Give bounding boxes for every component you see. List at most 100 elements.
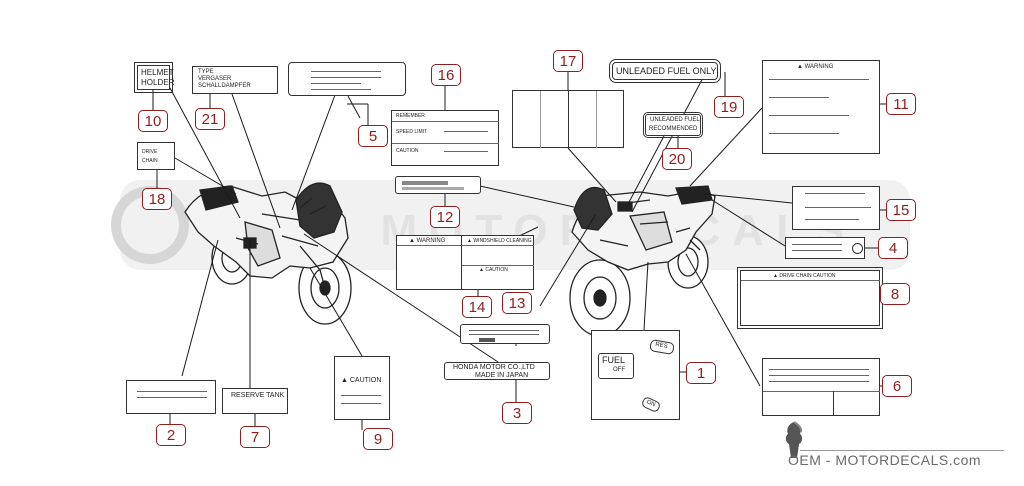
callout-11: 11: [886, 93, 916, 115]
decal-drive-chain-caution: ▲ DRIVE CHAIN CAUTION: [737, 267, 883, 329]
decal-5-line: [311, 71, 381, 72]
decal-13-line: [469, 334, 539, 335]
callout-12: 12: [430, 206, 460, 228]
decal-4: [785, 237, 865, 259]
decal-unleaded-fuel-only: UNLEADED FUEL ONLY: [609, 59, 721, 83]
brand-text: OEM - MOTORDECALS.com: [788, 452, 982, 468]
decal-17: [512, 90, 624, 148]
honda-line1: HONDA MOTOR CO.,LTD: [453, 364, 535, 371]
label-16-line1: REMEMBER: [396, 113, 425, 119]
decal-14-line: [462, 265, 534, 266]
type-line1: TYPE: [198, 69, 214, 75]
decal-15-line: [805, 219, 859, 220]
decal-2-line: [137, 397, 207, 398]
decal-5: [288, 62, 406, 96]
drive-chain-title: ▲ DRIVE CHAIN CAUTION: [773, 273, 836, 279]
unleaded-only-text: UNLEADED FUEL ONLY: [616, 66, 717, 76]
type-line2: VERGASER: [198, 76, 232, 82]
left-motorcycle: [184, 182, 352, 325]
decal-9-line: [341, 403, 381, 404]
right-motorcycle: [569, 185, 716, 337]
decal-6-divider: [833, 391, 834, 416]
decal-4-line: [792, 250, 842, 251]
decal-4-circle: [852, 243, 863, 254]
decal-17-divider: [596, 91, 597, 148]
decal-16-line: [444, 131, 488, 132]
res-label: RES: [654, 341, 668, 350]
decal-14-divider: [461, 236, 462, 290]
label-14-windshield: ▲ WINDSHIELD CLEANING: [467, 238, 532, 244]
caution-9-title: ▲ CAUTION: [341, 377, 382, 384]
decal-15: [792, 186, 880, 230]
decal-14: ▲ WARNING ▲ WINDSHIELD CLEANING ▲ CAUTIO…: [396, 235, 534, 290]
decal-15-line: [805, 207, 871, 208]
callout-4: 4: [878, 237, 908, 259]
callout-2: 2: [156, 424, 186, 446]
unleaded-rec-line2: RECOMMENDED: [649, 126, 698, 132]
callout-21: 21: [195, 108, 225, 130]
decal-5-line: [311, 77, 381, 78]
decal-11-line: [769, 97, 829, 98]
decal-15-line: [805, 193, 865, 194]
decal-honda: HONDA MOTOR CO.,LTD MADE IN JAPAN: [444, 362, 550, 380]
unleaded-rec-line1: UNLEADED FUEL: [650, 117, 700, 123]
drive-line1: DRIVE: [142, 149, 158, 155]
callout-17: 17: [553, 50, 583, 72]
decal-13-line: [469, 330, 539, 331]
on-label: ON: [645, 399, 657, 409]
decal-type: TYPE VERGASER SCHALLDAMPFER: [192, 66, 278, 94]
on-tag: ON: [640, 395, 662, 414]
decal-2-line: [137, 391, 207, 392]
decal-9-line: [341, 395, 381, 396]
decal-5-line: [311, 83, 361, 84]
reserve-tank-text: RESERVE TANK: [231, 392, 285, 399]
label-14-caution: ▲ CAUTION: [479, 267, 508, 273]
drive-line2: CHAIN: [142, 158, 158, 164]
callout-19: 19: [714, 96, 744, 118]
callout-16: 16: [431, 64, 461, 86]
helmet-holder-line2: HOLDER: [141, 78, 175, 87]
decal-drive: DRIVE CHAIN: [137, 142, 175, 170]
callout-15: 15: [886, 199, 916, 221]
brand-divider: [800, 450, 1004, 451]
fuel-box: FUEL OFF: [598, 353, 634, 379]
decal-13: [460, 324, 550, 344]
callout-9: 9: [363, 428, 393, 450]
decal-17-divider: [540, 91, 541, 148]
decal-12: [395, 176, 481, 194]
callout-1: 1: [686, 362, 716, 384]
decal-13-bar: [479, 338, 495, 342]
decal-16-line: [444, 151, 488, 152]
decal-16-line: [392, 121, 499, 122]
decal-2: [126, 380, 216, 414]
decal-4-line: [792, 244, 842, 245]
decal-16: REMEMBER SPEED LIMIT CAUTION: [391, 110, 499, 166]
decal-8-line: [741, 280, 880, 281]
decal-14-line: [397, 245, 534, 246]
honda-line2: MADE IN JAPAN: [475, 372, 529, 379]
decal-unleaded-recommended: UNLEADED FUEL RECOMMENDED: [643, 112, 703, 138]
decal-caution-9: ▲ CAUTION: [334, 356, 390, 420]
warning-11-title: ▲ WARNING: [797, 64, 834, 70]
decal-6-line: [769, 381, 869, 382]
label-14-warning: ▲ WARNING: [409, 238, 446, 244]
decal-16-line: [392, 143, 499, 144]
decal-5-line: [311, 89, 371, 90]
callout-13: 13: [502, 292, 532, 314]
helmet-holder-line1: HELMET: [141, 68, 174, 77]
decal-helmet-holder: HELMET HOLDER: [134, 62, 174, 93]
callout-18: 18: [142, 188, 172, 210]
callout-14: 14: [462, 296, 492, 318]
fuel-label: FUEL: [602, 355, 626, 365]
callout-6: 6: [882, 375, 912, 397]
label-16-line3: CAUTION: [396, 148, 419, 154]
callout-10: 10: [138, 110, 168, 132]
res-tag: RES: [649, 339, 675, 355]
decal-6: [762, 358, 880, 416]
decal-warning-11: ▲ WARNING: [762, 60, 880, 154]
decal-reserve-tank: RESERVE TANK: [222, 388, 288, 414]
decal-11-line: [769, 133, 839, 134]
callout-3: 3: [502, 402, 532, 424]
decal-fuel: FUEL OFF RES ON: [591, 330, 680, 420]
